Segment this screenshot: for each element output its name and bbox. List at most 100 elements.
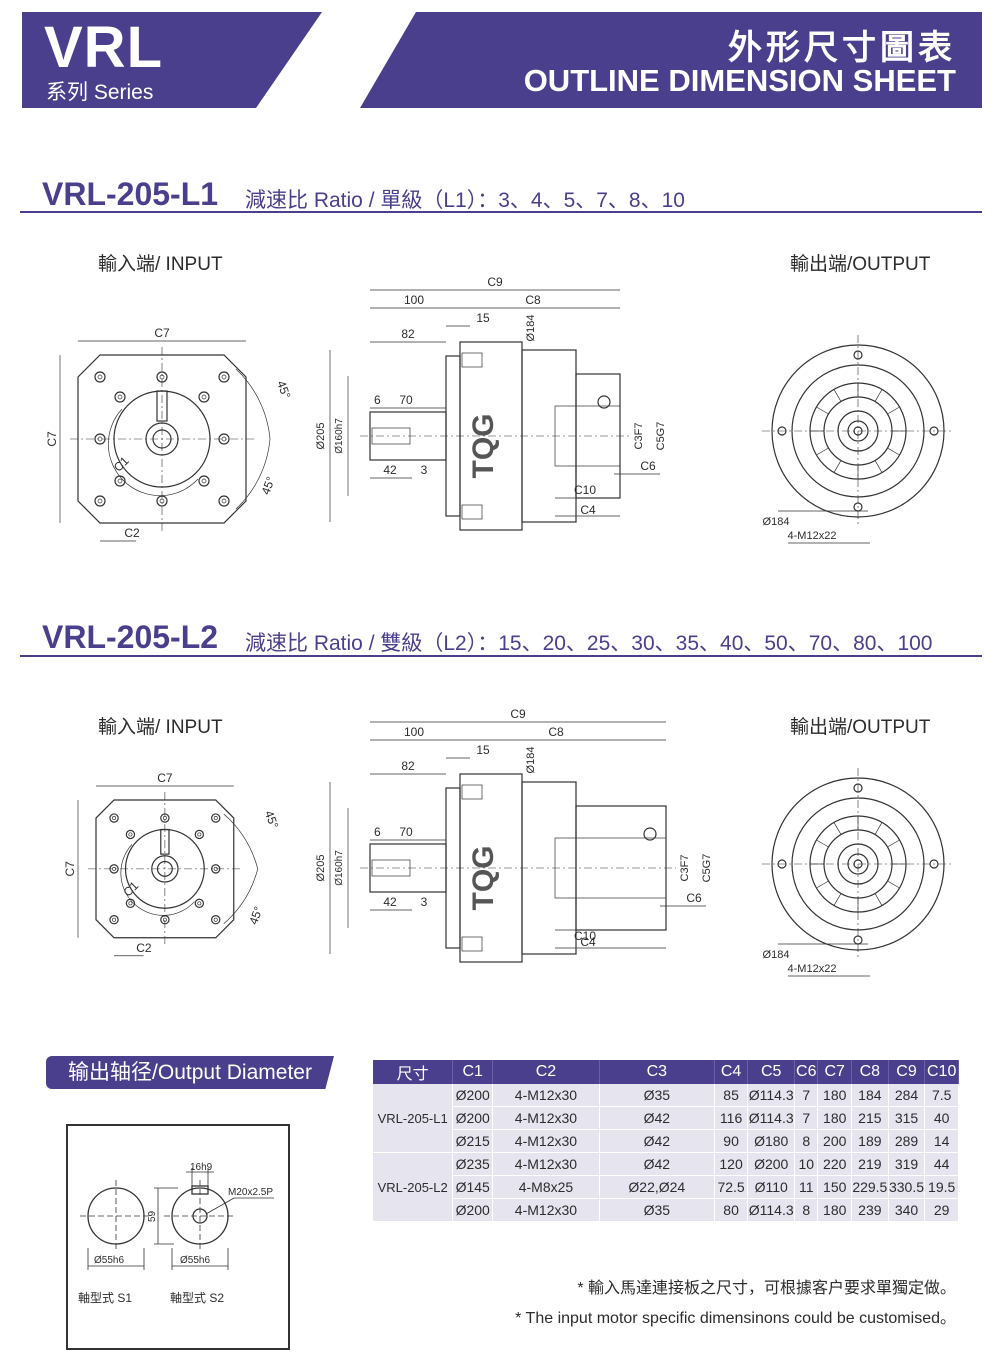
c9-label: C9	[487, 275, 503, 289]
s2-thread: M20x2.5P	[228, 1187, 273, 1198]
angle-45-bottom: 45°	[246, 904, 265, 926]
spec-header-2: C2	[492, 1060, 600, 1084]
c2-label: C2	[124, 526, 140, 540]
dim-82: 82	[401, 759, 415, 773]
c10-label: C10	[574, 483, 596, 497]
side-section-view	[329, 289, 660, 531]
spec-cell: 72.5	[714, 1175, 749, 1199]
angle-45-top: 45°	[262, 809, 281, 831]
dim-82: 82	[401, 327, 415, 341]
brand-logo: TQG	[467, 414, 500, 479]
shaft-type-box	[66, 1124, 290, 1350]
c4-label: C4	[580, 935, 596, 949]
c7-top-label: C7	[154, 326, 170, 340]
spec-cell: 189	[851, 1129, 889, 1153]
spec-cell: Ø235	[452, 1152, 494, 1176]
c3-label: C3F7	[679, 855, 691, 882]
section1-input-label: 輸入端/ INPUT	[98, 254, 223, 275]
dim-15: 15	[476, 743, 490, 757]
spec-cell: 40	[924, 1106, 959, 1130]
spec-header-6: C6	[794, 1060, 819, 1084]
spec-model-cell: VRL-205-L1	[373, 1084, 454, 1153]
spec-cell: 340	[888, 1198, 926, 1222]
dim-6: 6	[374, 393, 381, 407]
dim-100: 100	[404, 293, 424, 307]
section2-divider	[20, 655, 982, 657]
spec-cell: 289	[888, 1129, 926, 1153]
dim-70: 70	[399, 825, 413, 839]
output-diameter-badge: 输出轴径/Output Diameter	[46, 1056, 334, 1089]
spec-cell: 44	[924, 1152, 959, 1176]
brand-logo: TQG	[467, 846, 500, 911]
spec-header-8: C8	[851, 1060, 889, 1084]
spec-cell: Ø42	[599, 1152, 715, 1176]
spec-model-cell: VRL-205-L2	[373, 1152, 454, 1222]
s2-height: 59	[147, 1210, 158, 1222]
s2-label: 軸型式 S2	[170, 1291, 224, 1305]
spec-header-4: C4	[714, 1060, 749, 1084]
c7-side-label: C7	[45, 431, 59, 447]
c4-label: C4	[580, 503, 596, 517]
c5-label: C5G7	[655, 422, 667, 451]
dim-3: 3	[421, 895, 428, 909]
spec-header-9: C9	[888, 1060, 926, 1084]
spec-cell: 7	[794, 1106, 819, 1130]
note-en: * The input motor specific dimensinons c…	[515, 1310, 956, 1327]
spec-header-0: 尺寸	[373, 1060, 454, 1084]
spec-cell: 180	[817, 1106, 852, 1130]
spec-cell: Ø114.3	[747, 1106, 796, 1130]
section2-model: VRL-205-L2	[42, 619, 219, 655]
spec-cell: 4-M12x30	[492, 1152, 600, 1176]
s2-key-width: 16h9	[190, 1162, 213, 1173]
spec-cell: Ø42	[599, 1106, 715, 1130]
section2-ratio: 減速比 Ratio / 雙級（L2）：15、20、25、30、35、40、50、…	[245, 632, 933, 655]
dim-205: Ø205	[315, 423, 327, 450]
spec-cell: Ø200	[747, 1152, 796, 1176]
dim-70: 70	[399, 393, 413, 407]
spec-cell: 239	[851, 1198, 889, 1222]
c5-label: C5G7	[701, 854, 713, 883]
spec-cell: 8	[794, 1129, 819, 1153]
c6-label: C6	[686, 891, 702, 905]
input-flange-view	[59, 340, 271, 542]
spec-cell: Ø200	[452, 1198, 494, 1222]
output-flange-view	[762, 335, 954, 544]
s1-diameter: Ø55h6	[94, 1255, 124, 1266]
side-section-view	[329, 721, 706, 963]
spec-cell: 180	[817, 1084, 852, 1107]
spec-cell: 184	[851, 1084, 889, 1107]
dim-42: 42	[383, 463, 397, 477]
c7-top-label: C7	[157, 771, 173, 785]
series-label: 系列 Series	[46, 81, 154, 104]
spec-cell: 116	[714, 1106, 749, 1130]
spec-cell: 7.5	[924, 1084, 959, 1107]
section1-model: VRL-205-L1	[42, 176, 219, 212]
c10-label: C10	[574, 929, 596, 943]
dim-3: 3	[421, 463, 428, 477]
spec-cell: 150	[817, 1175, 852, 1199]
spec-cell: 8	[794, 1198, 819, 1222]
c7-side-label: C7	[63, 861, 77, 877]
dim-205: Ø205	[315, 855, 327, 882]
output-flange-view	[762, 768, 954, 977]
spec-cell: 219	[851, 1152, 889, 1176]
spec-cell: Ø110	[747, 1175, 796, 1199]
spec-cell: 7	[794, 1084, 819, 1107]
input-flange-view	[77, 785, 259, 957]
c9-label: C9	[510, 707, 526, 721]
header-right-banner	[360, 12, 982, 108]
c2-label: C2	[136, 941, 152, 955]
spec-cell: 4-M8x25	[492, 1175, 600, 1199]
spec-cell: Ø114.3	[747, 1084, 796, 1107]
spec-cell: 284	[888, 1084, 926, 1107]
spec-cell: Ø215	[452, 1129, 494, 1153]
shaft-type-drawing: Ø55h6 Ø55h6 16h9 59 M20x2.5P 軸型式 S1 軸型式 …	[78, 1162, 274, 1305]
